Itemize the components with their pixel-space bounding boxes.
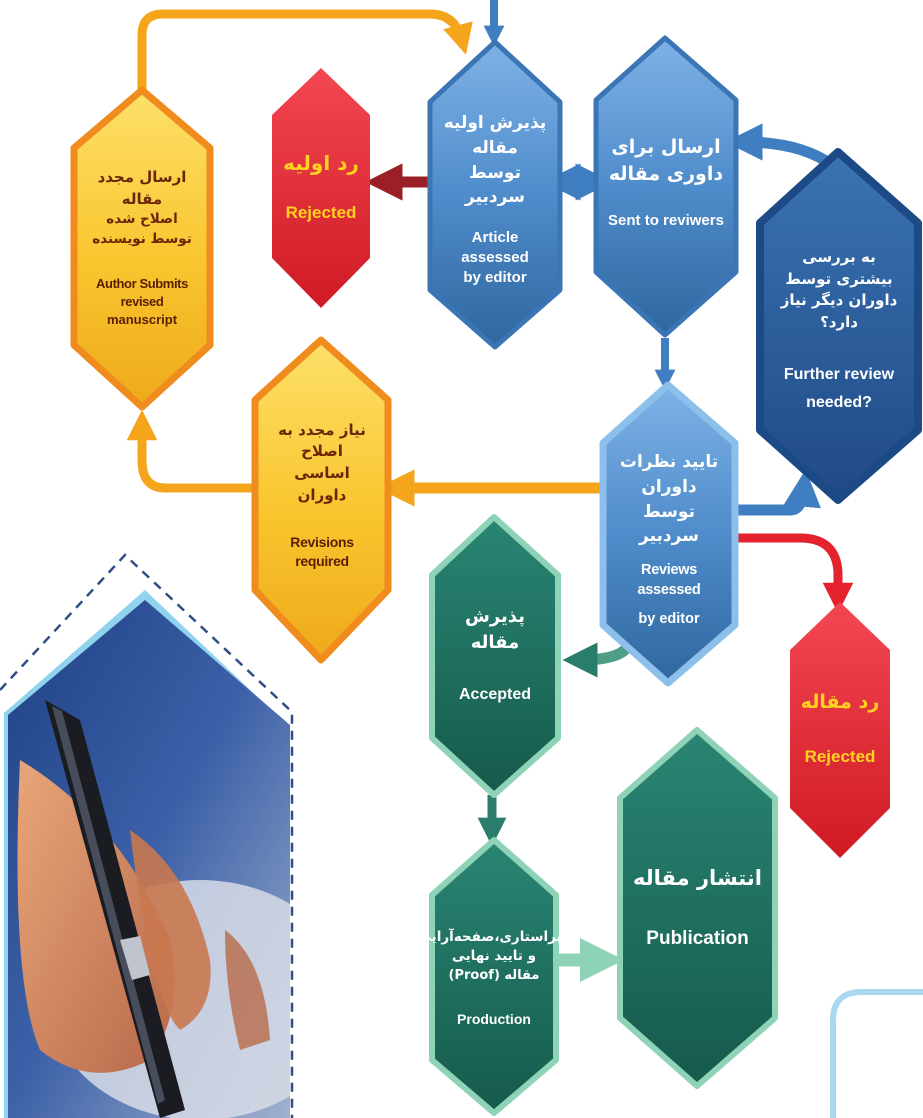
accepted-fa: پذیرش مقاله — [465, 606, 525, 654]
article-assessed-en-1: Article assessed — [461, 228, 529, 267]
revisions-required-fa-2: اساسی داوران — [294, 464, 350, 504]
node-publication-shape — [617, 727, 778, 1089]
article-assessed-fa-1: پذیرش اولیه مقاله — [443, 113, 547, 158]
node-sent-to-reviewers-shape — [593, 35, 739, 338]
corner-frame-bottom-right — [830, 989, 923, 1118]
node-sent-to-reviewers: ارسال برای داوری مقاله Sent to reviwers — [598, 95, 734, 270]
node-further-review: به بررسی بیشتری توسط داوران دیگر نیاز دا… — [762, 225, 916, 435]
node-final-reject-shape — [790, 602, 890, 858]
further-review-en-1: Further review — [783, 365, 895, 383]
node-revisions-required-shape — [251, 336, 392, 664]
production-fa-2: و تایید نهایی — [451, 948, 537, 965]
final-reject-fa: رد مقاله — [800, 690, 880, 713]
sent-to-reviewers-fa-1: ارسال برای — [611, 135, 721, 158]
node-reviews-assessed-shape — [599, 381, 739, 687]
initial-reject-en: Rejected — [285, 202, 357, 222]
node-production: ویراستاری،صفحه‌آرایی و تایید نهایی مقاله… — [418, 893, 570, 1063]
revisions-required-en: Revisions required — [290, 533, 354, 569]
node-author-resubmits: ارسال مجدد مقاله اصلاح شده توسط نویسنده … — [76, 150, 208, 345]
article-assessed-en-2: by editor — [463, 269, 527, 287]
arrow-further-to-reviewers — [725, 123, 836, 170]
node-initial-reject: رد اولیه Rejected — [272, 115, 370, 258]
author-resubmits-en-2: manuscript — [106, 311, 178, 327]
production-en: Production — [457, 1010, 531, 1027]
author-resubmits-fa-1: ارسال مجدد مقاله — [97, 167, 187, 208]
publication-en: Publication — [646, 927, 749, 949]
node-article-assessed-shape — [427, 39, 563, 350]
further-review-fa-1: به بررسی بیشتری توسط — [785, 247, 893, 288]
node-publication: انتشار مقاله Publication — [622, 800, 773, 1015]
reviews-assessed-en-2: by editor — [638, 611, 700, 628]
arrow-resubmit-to-editor — [137, 9, 473, 90]
node-final-reject: رد مقاله Rejected — [790, 650, 890, 808]
pen-writing-photo — [8, 600, 290, 1118]
initial-reject-fa: رد اولیه — [283, 150, 359, 175]
node-reviews-assessed: تایید نظرات داوران توسط سردبیر Reviews a… — [605, 445, 733, 635]
reviews-assessed-en-1: Reviews assessed — [637, 561, 701, 598]
node-further-review-shape — [756, 148, 922, 504]
arrow-reviews-to-reject — [736, 533, 854, 614]
node-revisions-required: نیاز مجدد به اصلاح اساسی داوران Revision… — [258, 405, 386, 585]
photo-frame-dashed — [0, 553, 294, 1118]
arrow-reviews-to-accepted — [562, 642, 633, 678]
revisions-required-fa-1: نیاز مجدد به اصلاح — [278, 420, 366, 461]
author-resubmits-en-1: Author Submits revised — [96, 276, 188, 310]
author-resubmits-fa-2: اصلاح شده توسط نویسنده — [92, 211, 192, 247]
further-review-en-2: needed? — [806, 393, 872, 411]
publication-fa: انتشار مقاله — [633, 866, 762, 891]
node-production-shape — [429, 837, 559, 1116]
accepted-en: Accepted — [458, 686, 532, 704]
production-fa-3: مقاله (Proof) — [448, 967, 540, 983]
sent-to-reviewers-en: Sent to reviwers — [608, 211, 724, 229]
node-accepted: پذیرش مقاله Accepted — [434, 575, 556, 735]
node-accepted-shape — [429, 514, 561, 798]
reviews-assessed-fa-1: تایید نظرات داوران — [619, 452, 719, 498]
node-article-assessed: پذیرش اولیه مقاله توسط سردبیر Article as… — [432, 100, 558, 300]
sent-to-reviewers-fa-2: داوری مقاله — [608, 163, 724, 186]
reviews-assessed-fa-2: توسط سردبیر — [639, 501, 699, 547]
further-review-fa-2: داوران دیگر نیاز دارد؟ — [780, 291, 898, 332]
arrow-reviews-to-further — [736, 469, 821, 516]
article-assessed-fa-2: توسط سردبیر — [465, 162, 525, 208]
production-fa-1: ویراستاری،صفحه‌آرایی — [417, 928, 571, 945]
node-author-resubmits-shape — [70, 86, 214, 411]
final-reject-en: Rejected — [804, 747, 876, 767]
node-initial-reject-shape — [272, 68, 370, 308]
arrow-revisions-to-resubmit — [126, 409, 255, 493]
